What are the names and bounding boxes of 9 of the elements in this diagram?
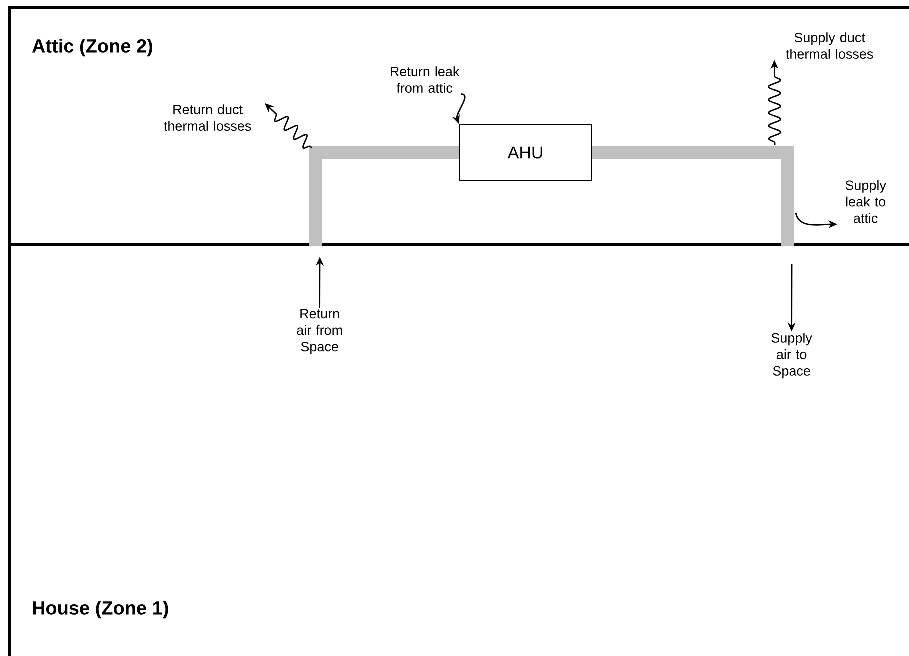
flow-label: Supply leak to attic <box>846 180 886 224</box>
duct-pipe <box>310 146 460 246</box>
flow-label: Supply duct thermal losses <box>786 32 874 59</box>
duct-pipe <box>592 146 794 246</box>
flow-label: Supply air to Space <box>772 333 812 379</box>
unit-box: AHU <box>459 124 592 182</box>
flow-label: Return duct thermal losses <box>164 104 252 131</box>
flow-label: Return leak from attic <box>391 66 460 93</box>
flow-label: Return air from Space <box>297 309 342 354</box>
